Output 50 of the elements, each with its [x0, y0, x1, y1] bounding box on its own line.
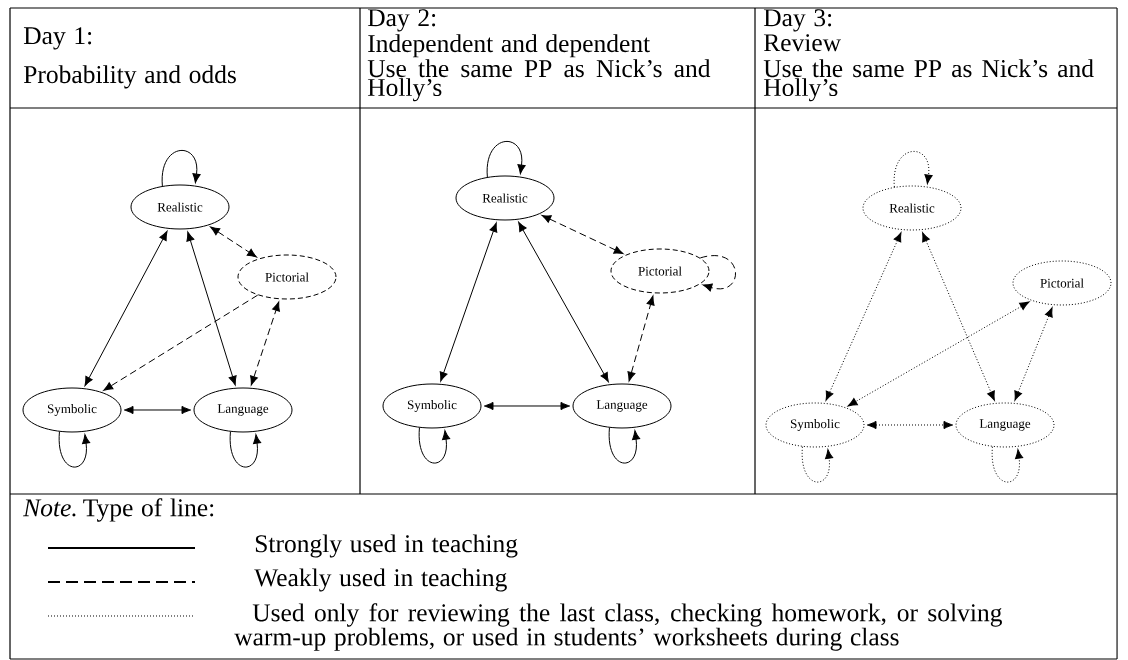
arrow [847, 301, 1030, 407]
ellipse-node: Realistic [455, 175, 555, 221]
loop-arrow [161, 150, 201, 187]
header-text: Day 1: [23, 27, 92, 50]
arrow [250, 301, 280, 386]
ellipse-node: Pictorial [1012, 260, 1112, 306]
header-text: Use the same PP as Nick’s and Holly’s [367, 59, 711, 102]
loop-arrow [229, 431, 262, 468]
header-text: Probability and odds [23, 65, 236, 89]
arrow [186, 231, 237, 386]
arrow [541, 214, 624, 255]
ellipse-node: Pictorial [610, 248, 710, 294]
arrow [483, 401, 571, 411]
header-text: Note. Type of line: [23, 498, 214, 522]
arrow [84, 230, 168, 387]
header-text: Day 3: [763, 9, 832, 32]
legend-text: Used only for reviewing the last class, checking homework, or solving warm-up problems, or used in students’ worksheets during class [234, 603, 1002, 651]
ellipse-node: Realistic [862, 185, 962, 231]
legend-text: Weakly used in teaching [254, 568, 507, 592]
ellipse-node: Symbolic [382, 383, 482, 429]
ellipse-node: Realistic [130, 184, 230, 230]
arrow [1014, 307, 1053, 401]
header-text: Day 2: [367, 9, 436, 32]
arrow [922, 232, 995, 401]
legend-text: Strongly used in teaching [255, 534, 518, 558]
arrow [518, 221, 609, 383]
loop-arrow [991, 446, 1024, 483]
ellipse-node: Pictorial [237, 254, 337, 300]
loop-arrow [699, 255, 736, 292]
arrow [103, 294, 259, 391]
arrow [123, 405, 192, 415]
arrow [825, 232, 902, 401]
loop-arrow [893, 151, 933, 188]
ellipse-node: Language [193, 387, 293, 433]
ellipse-node: Symbolic [765, 402, 865, 448]
loop-arrow [58, 431, 91, 468]
loop-arrow [418, 427, 451, 464]
arrow [627, 295, 655, 382]
arrow [210, 226, 257, 258]
arrow [439, 222, 498, 382]
ellipse-node: Symbolic [22, 387, 122, 433]
loop-arrow [801, 446, 834, 483]
ellipse-node: Language [955, 402, 1055, 448]
header-text: Review [763, 34, 841, 52]
header-text: Independent and dependent [368, 34, 650, 58]
header-text: Use the same PP as Nick’s and Holly’s [763, 59, 1094, 102]
loop-arrow [486, 141, 526, 178]
loop-arrow [608, 427, 641, 464]
arrow [866, 420, 954, 430]
ellipse-node: Language [572, 383, 672, 429]
